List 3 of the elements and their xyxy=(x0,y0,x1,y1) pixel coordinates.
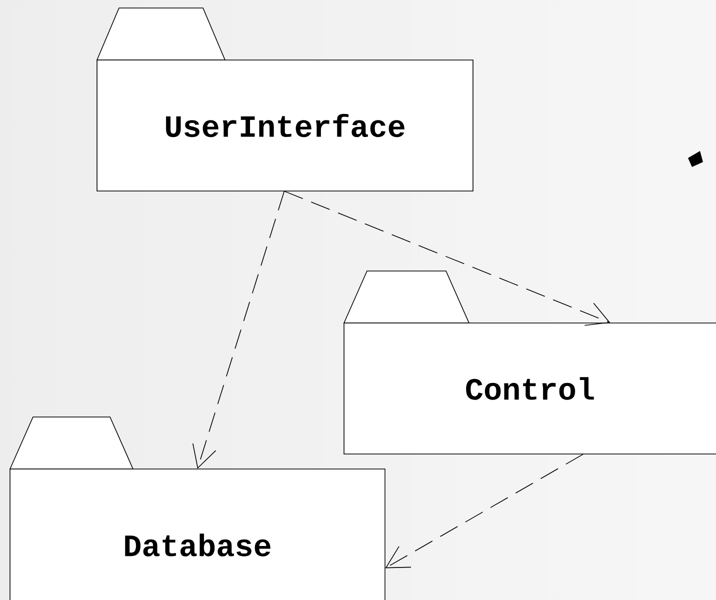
dependency-arrow xyxy=(385,454,584,568)
dependency-arrow xyxy=(192,190,285,469)
dependency-arrow xyxy=(284,190,610,326)
